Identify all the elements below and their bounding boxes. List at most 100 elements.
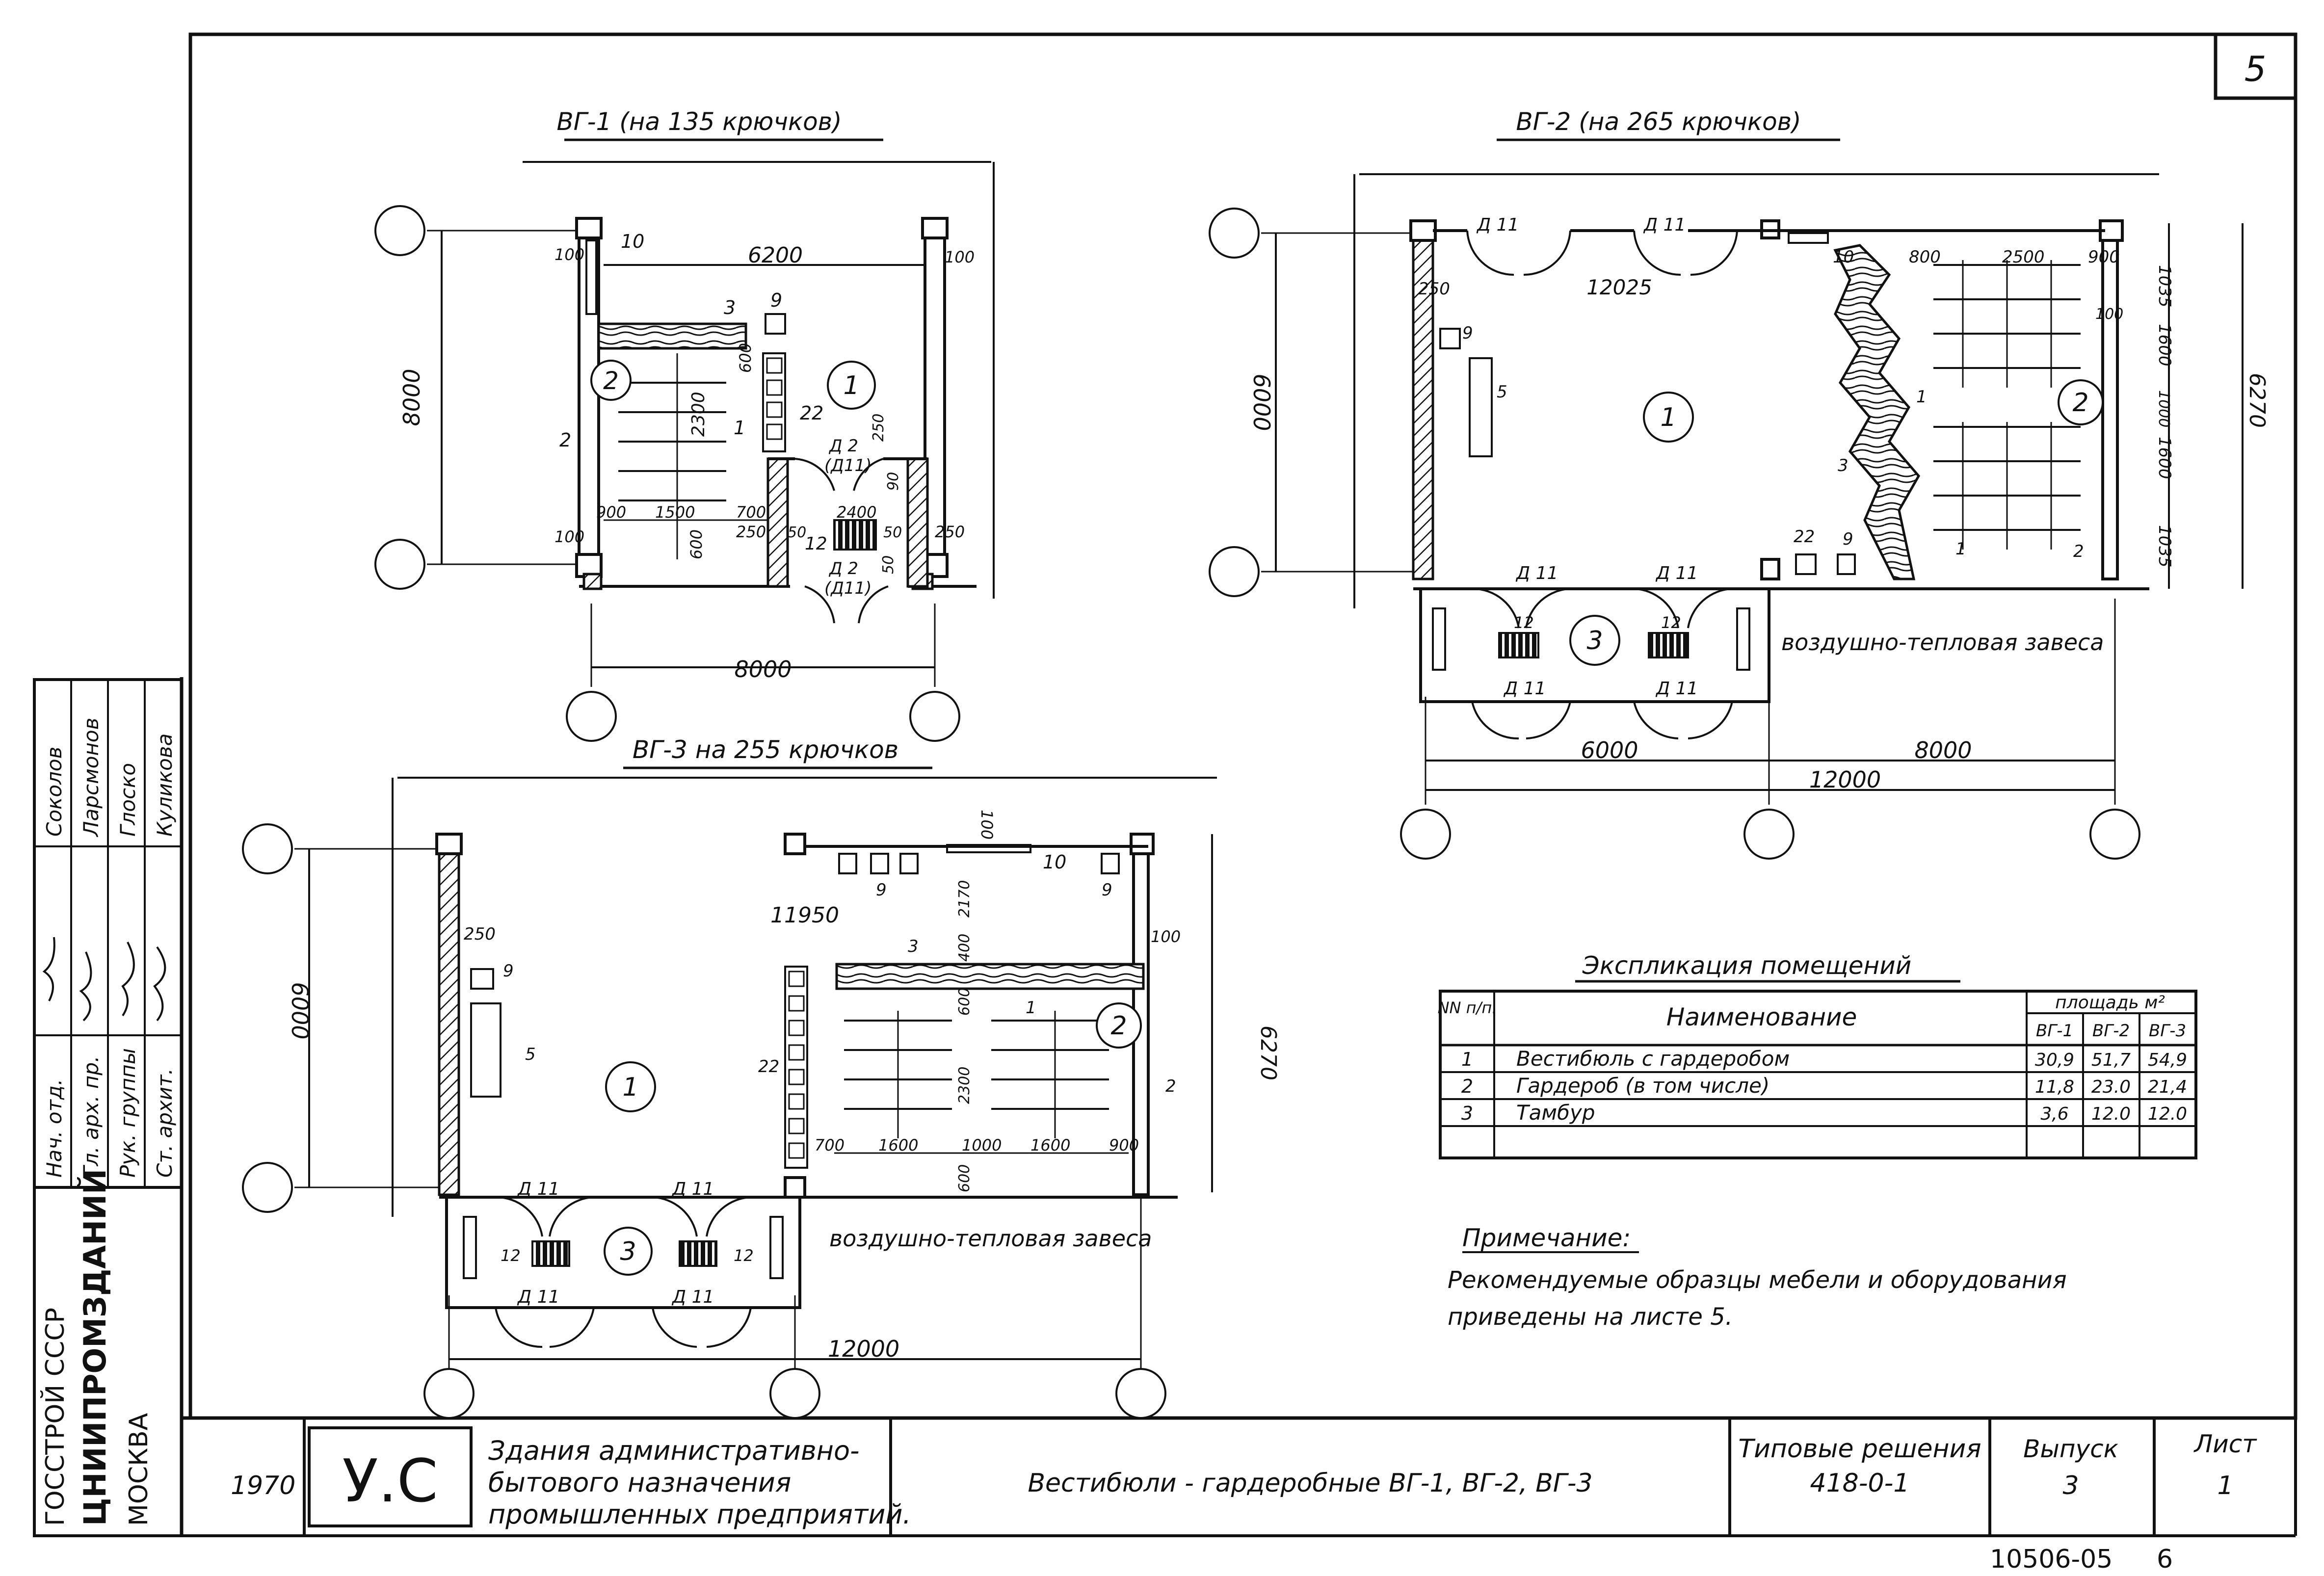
dim: 8000: [398, 368, 425, 426]
dim: 1000: [2155, 390, 2172, 427]
coat-rails: [834, 1011, 1129, 1154]
role: Гл. арх. пр.: [79, 1056, 103, 1178]
explication-table: Экспликация помещений NN п/п. Наименован…: [1438, 951, 2197, 1159]
dim: 100: [977, 810, 996, 840]
item-label: 2: [559, 429, 571, 451]
table-cell: Гардероб (в том числе): [1516, 1074, 1769, 1098]
axis-marker: [374, 539, 425, 590]
door-label: Д 11: [517, 1287, 559, 1307]
dim: 6270: [2245, 373, 2270, 428]
plan-vg1: ВГ-1 (на 135 крючков) 8000 8000 6200: [374, 107, 995, 742]
explication-title: Экспликация помещений: [1582, 951, 1911, 980]
room-number: 1: [1660, 403, 1676, 432]
role: Рук. группы: [116, 1048, 140, 1178]
axis-marker: [909, 691, 960, 742]
item-label: 22: [1794, 527, 1815, 547]
dim: 250: [464, 924, 496, 944]
room-number: 2: [2072, 388, 2088, 418]
table-cell: 12.0: [2148, 1104, 2187, 1124]
dim: 100: [1151, 927, 1181, 946]
dim: 800: [1909, 247, 1941, 267]
item-label: 9: [1843, 529, 1853, 549]
table-row: 1 Вестибюль с гардеробом 30,9 51,7 54,9: [1461, 1047, 2187, 1071]
dim: 600: [956, 988, 973, 1016]
dim: 900: [2088, 247, 2120, 267]
dim: 600: [687, 529, 706, 559]
table-cell: 12.0: [2091, 1104, 2131, 1124]
note-title: Примечание:: [1462, 1224, 1631, 1252]
door-label: Д 2: [828, 436, 858, 456]
item-label: 1: [734, 417, 745, 439]
table-row: 2 Гардероб (в том числе) 11,8 23.0 21,4: [1461, 1074, 2187, 1098]
hanger-rack: [784, 966, 808, 1169]
table-col: ВГ-3: [2149, 1021, 2186, 1041]
room-number: 2: [603, 367, 619, 395]
dim: 50: [883, 524, 902, 541]
person: Куликова: [153, 734, 177, 837]
dim: 1035: [2155, 265, 2174, 308]
item-label: 10: [621, 231, 644, 252]
item-label: 9: [1102, 880, 1112, 900]
plan-vg2-title: ВГ-2 (на 265 крючков): [1516, 107, 1801, 136]
footer-page: 6: [2157, 1545, 2173, 1574]
drawing-name: Вестибюли - гардеробные ВГ-1, ВГ-2, ВГ-3: [1028, 1469, 1592, 1498]
item-label: 5: [525, 1045, 536, 1064]
table-cell: 3: [1461, 1103, 1473, 1124]
dim: 250: [736, 523, 766, 541]
dim: 1600: [1030, 1136, 1070, 1155]
door-label: Д 11: [517, 1179, 559, 1199]
role: Нач. отд.: [42, 1079, 66, 1178]
signature: [42, 937, 166, 1022]
door-label: Д 11: [1476, 215, 1519, 235]
dim: 900: [1109, 1136, 1139, 1155]
table-head-name: Наименование: [1666, 1003, 1857, 1031]
table-cell: 30,9: [2035, 1050, 2074, 1070]
sheet-number: 5: [2245, 49, 2267, 89]
dim: 2500: [2002, 247, 2045, 267]
item-label: 12: [501, 1246, 521, 1265]
axis-marker: [1209, 208, 1260, 259]
dim: 1500: [655, 503, 695, 522]
dim: 250: [870, 414, 887, 442]
dim: 6270: [1256, 1025, 1281, 1080]
item-label: 12: [1661, 613, 1681, 632]
dim: 8000: [1914, 737, 1972, 763]
dim: 90: [885, 472, 902, 491]
item-label: 3: [724, 297, 736, 318]
item-label: 12: [805, 534, 827, 554]
axis-marker: [423, 1368, 475, 1419]
item-label: 2: [1165, 1077, 1176, 1096]
table-cell: 21,4: [2148, 1077, 2187, 1097]
item-label: 10: [1043, 851, 1066, 873]
sheet-number-box: 5: [2214, 32, 2298, 100]
dim: 1600: [2155, 324, 2174, 367]
door-label: Д 11: [1643, 215, 1686, 235]
door-label: Д 11: [1515, 563, 1558, 583]
dim: 100: [555, 527, 584, 546]
dim: 8000: [734, 656, 792, 683]
plan-vg3: ВГ-3 на 255 крючков 6000 6270 12000: [242, 735, 1281, 1419]
dim: 1600: [878, 1136, 918, 1155]
person: Соколов: [42, 747, 66, 837]
plan-vg2: ВГ-2 (на 265 крючков) 6000 6000 8000 120…: [1209, 107, 2270, 860]
table-cell: 51,7: [2091, 1050, 2131, 1070]
room-number: 1: [843, 371, 859, 400]
table-cell: Тамбур: [1516, 1101, 1595, 1125]
dim: 600: [736, 343, 755, 373]
item-label: 1: [1026, 998, 1036, 1018]
table-cell: Вестибюль с гардеробом: [1516, 1047, 1790, 1071]
door-label: Д 2: [828, 559, 858, 578]
door-label: Д 11: [671, 1287, 714, 1307]
item-label: 9: [876, 880, 887, 900]
axis-marker: [242, 823, 293, 874]
item-label: 9: [503, 961, 514, 981]
item-label: 1: [1916, 387, 1927, 407]
role: Ст. архит.: [153, 1068, 177, 1178]
title-block: 1970 У.С Здания административно- бытовог…: [182, 1418, 2297, 1574]
room-number: 3: [1586, 626, 1603, 656]
dim: 6000: [287, 982, 313, 1039]
door-label: (Д11): [824, 456, 872, 475]
dim: 1000: [962, 1136, 1002, 1155]
dim: 50: [788, 524, 806, 541]
